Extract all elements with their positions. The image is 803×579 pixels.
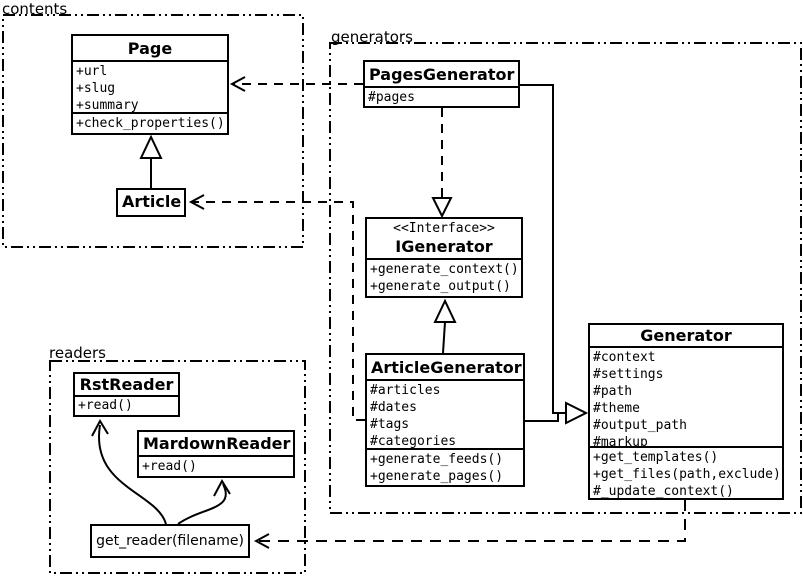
stereotype-interface: <<Interface>> [393,221,495,236]
attribute: +slug [76,81,116,96]
class-title-pagesgenerator: PagesGenerator [365,62,518,88]
class-box-article: Article [116,188,186,217]
method: #_update_context() [593,483,734,498]
method: +get_files(path,exclude) [593,466,781,482]
class-box-generator: Generator #context #settings #path #them… [588,323,784,500]
class-title-articlegenerator: ArticleGenerator [367,355,523,381]
methods-generator: +get_templates() +get_files(path,exclude… [590,445,782,498]
attribute: #articles [370,383,441,398]
class-box-mardownreader: MardownReader +read() [137,430,295,478]
class-box-igenerator: <<Interface>> IGenerator +generate_conte… [365,217,523,298]
method: +read() [142,459,197,474]
attributes-pagesgenerator: #pages [365,88,518,106]
class-box-rstreader: RstReader +read() [73,372,180,417]
attribute: #context [593,350,656,365]
inheritance-triangle-page-bottom [139,134,163,159]
method: +generate_feeds() [370,452,504,467]
method: +generate_context() [370,262,519,277]
methods-rstreader: +read() [75,397,178,415]
class-box-page: Page +url +slug +summary +check_properti… [71,34,229,135]
inheritance-triangle-generator-left [565,401,589,425]
realization-triangle-igenerator-top [431,197,453,219]
arrowhead-rstreader [91,418,109,437]
attribute: #theme [593,401,640,416]
package-border-readers [49,360,306,574]
attributes-generator: #context #settings #path #theme #output_… [590,348,782,446]
arrowhead-to-getreader [253,533,270,549]
methods-page: +check_properties() [73,112,227,133]
dependency-articlegenerator-to-article [191,201,365,421]
class-title-igenerator: <<Interface>> IGenerator [367,219,521,260]
package-label-contents: contents [2,0,68,18]
arrowhead-mardownreader [213,478,231,497]
inheritance-articlegenerator-to-generator [525,413,559,422]
inheritance-articlegenerator-to-igenerator [442,321,446,354]
class-name-igenerator: IGenerator [395,237,493,256]
attribute: #categories [370,434,457,448]
attributes-page: +url +slug +summary [73,62,227,112]
methods-mardownreader: +read() [139,457,293,476]
dependency-generator-to-getreader [256,500,686,542]
arrowhead-to-page [229,76,246,92]
class-title-article: Article [122,192,182,211]
class-title-mardownreader: MardownReader [139,432,293,457]
attribute: +url [76,64,108,79]
attribute: #markup [593,435,648,446]
method: +check_properties() [76,116,225,132]
arrowhead-to-article [188,194,205,210]
attribute: +summary [76,98,139,113]
attributes-articlegenerator: #articles #dates #tags #categories [367,381,523,448]
package-label-generators: generators [331,28,413,46]
package-border-generators [329,42,802,514]
function-box-getreader: get_reader(filename) [90,524,250,558]
class-title-generator: Generator [590,325,782,348]
class-title-page: Page [73,36,227,62]
arrow-getreader-to-rstreader [98,424,167,525]
method: +get_templates() [593,449,719,465]
inheritance-triangle-igenerator-bottom [433,298,457,323]
attribute: #path [593,384,633,399]
package-border-contents [2,14,304,248]
attribute: #tags [370,417,410,432]
attribute: #output_path [593,418,687,433]
package-label-readers: readers [49,344,106,362]
class-box-pagesgenerator: PagesGenerator #pages [363,60,520,108]
method: +generate_output() [370,279,511,294]
class-title-rstreader: RstReader [75,374,178,397]
inheritance-pagesgenerator-to-generator [520,84,566,414]
attribute: #dates [370,400,417,415]
function-label-getreader: get_reader(filename) [96,533,244,549]
methods-articlegenerator: +generate_feeds() +generate_pages() [367,448,523,485]
class-box-articlegenerator: ArticleGenerator #articles #dates #tags … [365,353,525,487]
attribute: #pages [368,90,415,105]
method: +read() [78,398,133,413]
method: +generate_pages() [370,469,504,484]
arrow-getreader-to-mardownreader [177,483,227,525]
methods-igenerator: +generate_context() +generate_output() [367,260,521,296]
attribute: #settings [593,367,664,382]
